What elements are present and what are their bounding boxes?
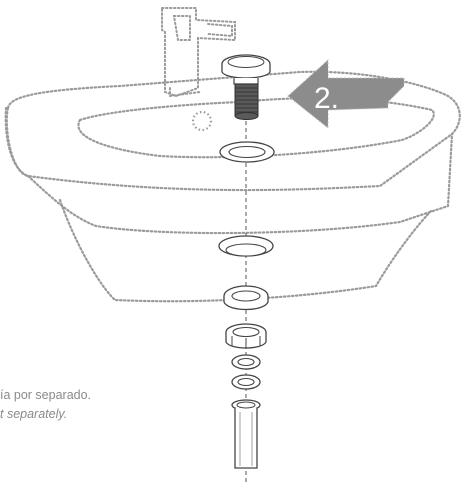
rubber-washer-icon — [223, 285, 269, 311]
overflow-hole — [191, 110, 213, 132]
o-ring-upper-icon — [231, 354, 261, 370]
note-english: t separately. — [0, 407, 68, 421]
sink-front-face — [26, 132, 454, 235]
step-number: 2. — [314, 82, 339, 115]
note-spanish: ía por separado. — [0, 388, 92, 402]
flange-washer-icon — [218, 235, 274, 257]
locking-nut-icon — [225, 323, 267, 349]
step-arrow — [287, 58, 405, 130]
faucet-outline — [161, 7, 236, 98]
sink-inner-bowl — [77, 97, 435, 159]
top-washer-icon — [219, 141, 275, 163]
sink-outline — [4, 70, 461, 303]
tailpiece-icon — [231, 399, 261, 469]
threaded-stem-icon — [234, 83, 259, 120]
pop-up-cap-icon — [221, 54, 271, 85]
o-ring-lower-icon — [231, 374, 261, 390]
